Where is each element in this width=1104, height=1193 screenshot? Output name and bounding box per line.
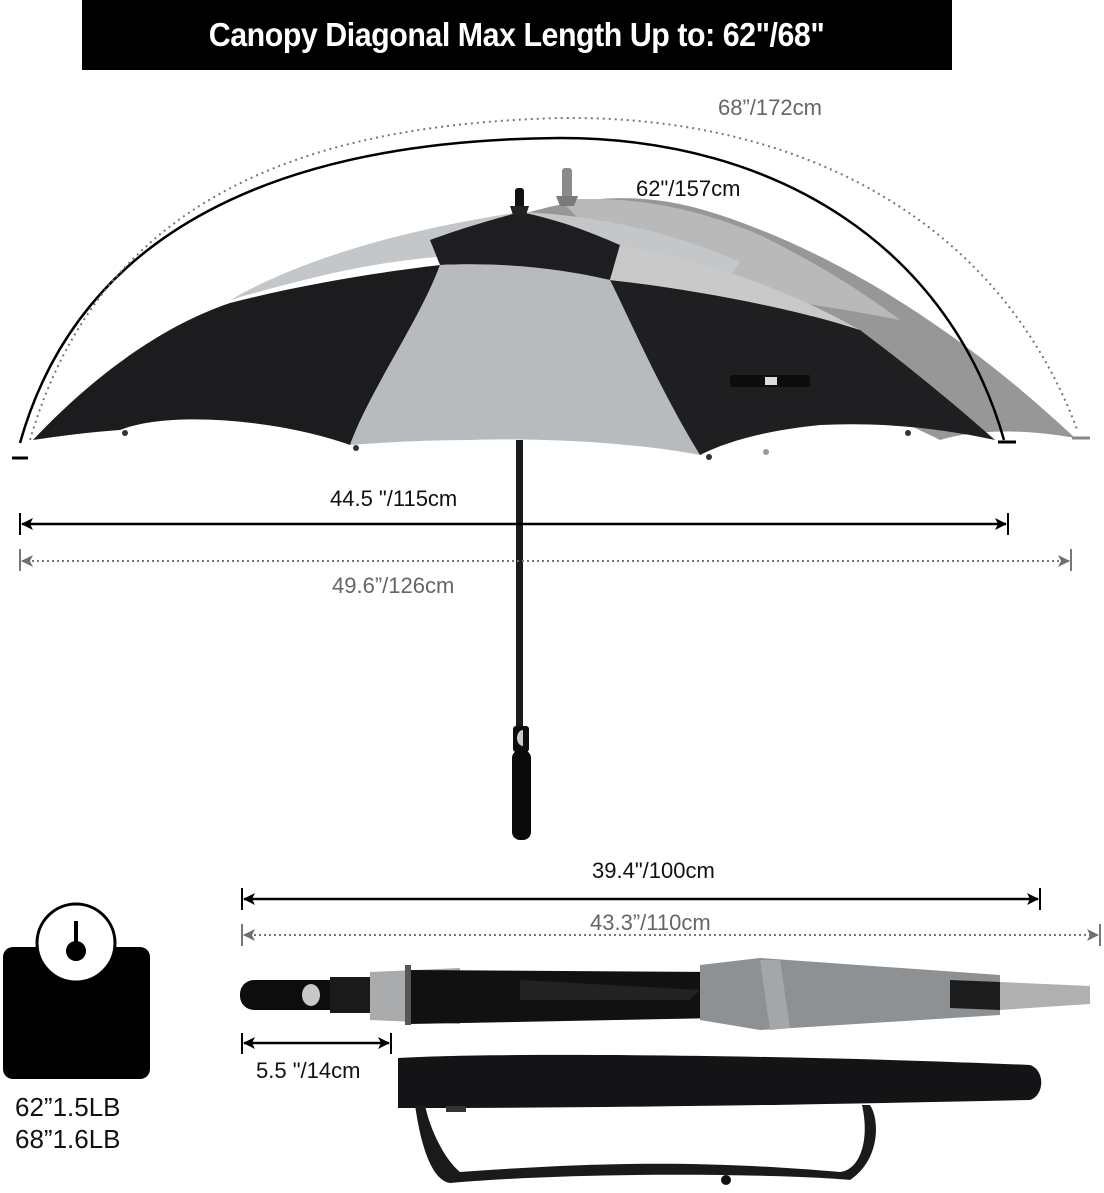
page-title: Canopy Diagonal Max Length Up to: 62"/68… xyxy=(209,16,825,53)
open-width-arrows xyxy=(19,513,1072,571)
handle-length-arrow xyxy=(241,1033,392,1054)
closed-length-arrows xyxy=(241,888,1101,946)
open-width-62-label: 44.5 "/115cm xyxy=(330,486,458,511)
arc-62-label: 62"/157cm xyxy=(636,176,741,201)
open-width-68-label: 49.6”/126cm xyxy=(332,573,455,598)
weight-68-label: 68”1.6LB xyxy=(15,1124,121,1154)
open-umbrella xyxy=(33,188,995,840)
closed-length-68-label: 43.3”/110cm xyxy=(590,910,711,935)
arc-68-label: 68”/172cm xyxy=(718,95,822,120)
handle-length-label: 5.5 "/14cm xyxy=(256,1058,361,1083)
title-banner: Canopy Diagonal Max Length Up to: 62"/68… xyxy=(82,0,952,70)
closed-length-62-label: 39.4"/100cm xyxy=(592,858,715,883)
scale-icon xyxy=(3,902,150,1079)
closed-umbrella xyxy=(240,958,1090,1030)
arc-62-solid xyxy=(18,136,1006,444)
weight-62-label: 62”1.5LB xyxy=(15,1092,121,1122)
carry-sleeve xyxy=(398,1054,1042,1185)
